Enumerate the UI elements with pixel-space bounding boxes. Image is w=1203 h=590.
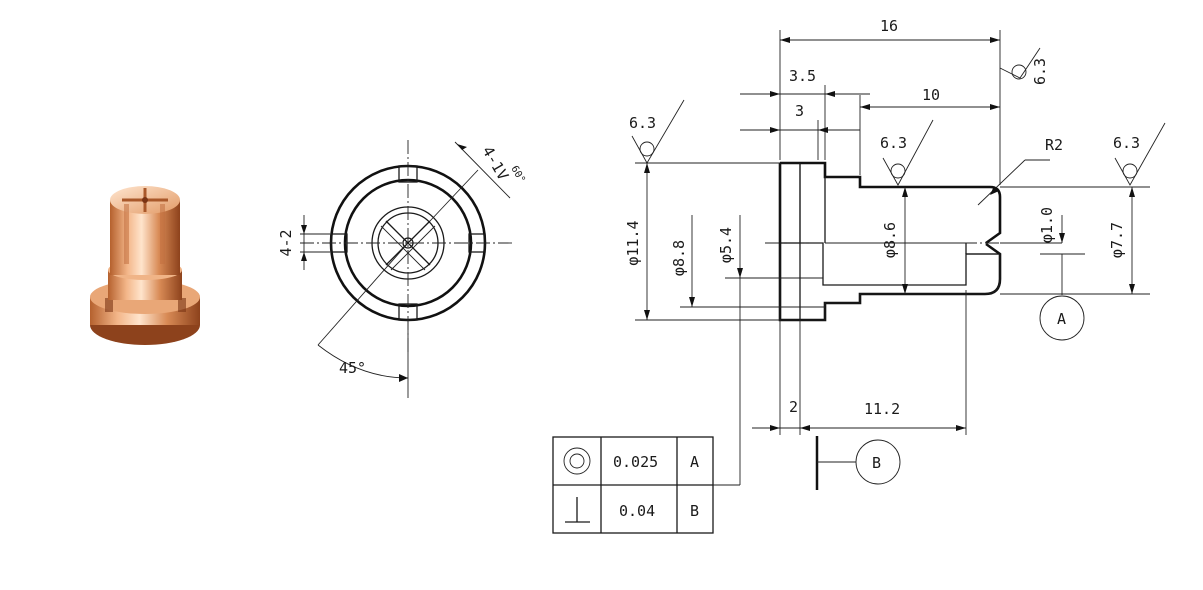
tolerance-datum-2: B <box>690 502 699 520</box>
datum-b-label: B <box>872 454 881 472</box>
tolerance-frame: 0.025 A 0.04 B <box>552 278 741 534</box>
roughness-symbols: 6.3 6.3 6.3 6.3 <box>629 47 1166 186</box>
roughness-symbol-body: 6.3 <box>880 119 934 186</box>
roughness-value-body: 6.3 <box>880 134 907 152</box>
dim-overall-length: 16 <box>880 17 898 35</box>
tolerance-value-2: 0.04 <box>619 502 655 520</box>
roughness-symbol-right: 6.3 <box>1113 122 1166 186</box>
roughness-symbol-left: 6.3 <box>629 99 685 164</box>
dim-flange-step: 3.5 <box>789 67 816 85</box>
tolerance-datum-1: A <box>690 453 699 471</box>
dim-tip-length: 10 <box>922 86 940 104</box>
roughness-value-top: 6.3 <box>1031 58 1049 85</box>
dim-outer-dia: φ11.4 <box>624 220 642 265</box>
dim-body-dia: φ8.6 <box>881 222 899 258</box>
roughness-symbol-top: 6.3 <box>999 47 1049 85</box>
tolerance-value-1: 0.025 <box>613 453 658 471</box>
groove-spec-label: 4-1V <box>479 143 513 183</box>
roughness-value-right: 6.3 <box>1113 134 1140 152</box>
slot-spec-label: 4-2 <box>277 229 295 256</box>
perpendicularity-icon <box>565 497 590 523</box>
dim-tip-dia: φ7.7 <box>1108 222 1126 258</box>
dim-flange-dia: φ8.8 <box>670 240 688 276</box>
product-photo <box>90 186 200 345</box>
side-section-view: 16 3.5 10 3 R2 φ11.4 φ8.8 <box>624 17 1150 435</box>
end-view: 4-2 4-1V 60° 45° <box>277 140 527 398</box>
dim-flange-thickness: 3 <box>795 102 804 120</box>
dim-base-length: 2 <box>789 398 798 416</box>
dim-radius: R2 <box>1045 136 1063 154</box>
dim-bore-dia: φ5.4 <box>717 227 735 263</box>
roughness-value-left: 6.3 <box>629 114 656 132</box>
datum-b: B <box>815 436 901 490</box>
dim-orifice-dia: φ1.0 <box>1038 207 1056 243</box>
angle-45-label: 45° <box>339 359 366 377</box>
datum-a-label: A <box>1057 310 1066 328</box>
dim-body-length: 11.2 <box>864 400 900 418</box>
concentricity-icon <box>563 447 591 475</box>
datum-a: A <box>1039 254 1085 341</box>
